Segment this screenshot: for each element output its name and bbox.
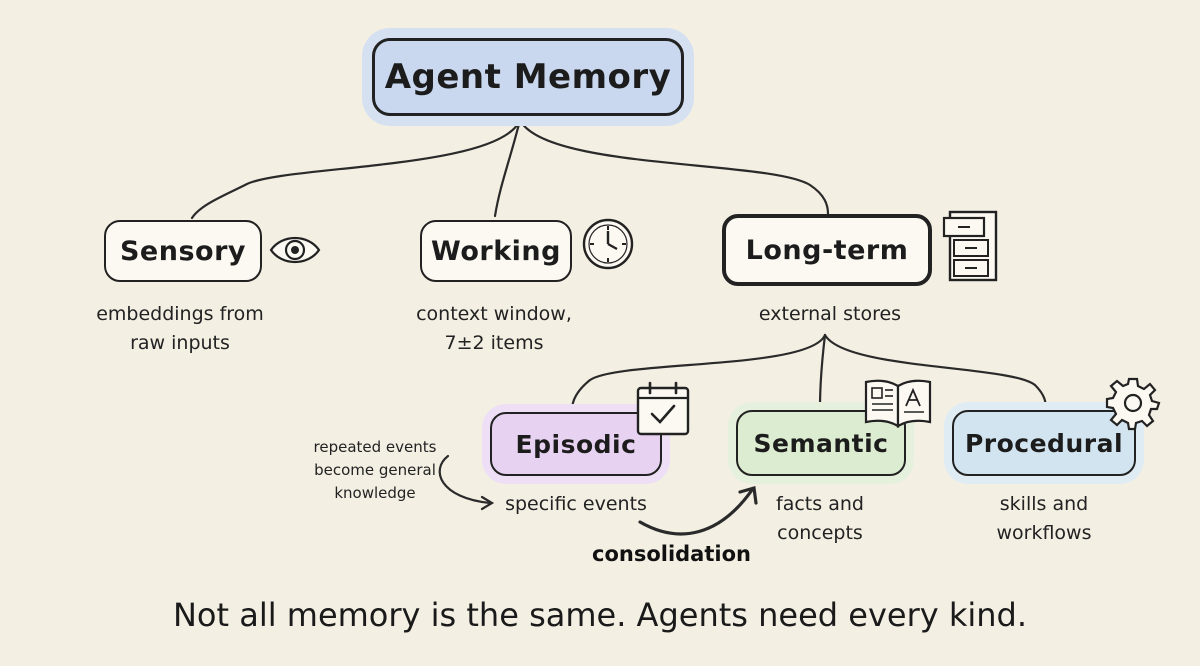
consolidation-label: consolidation — [592, 542, 751, 566]
calendar-check-icon — [634, 380, 692, 438]
footer-caption: Not all memory is the same. Agents need … — [172, 596, 1028, 634]
eye-icon — [268, 232, 322, 268]
link-root-longterm — [518, 118, 830, 216]
working-description: context window, 7±2 items — [416, 303, 572, 354]
root-node: Agent Memory — [372, 38, 684, 116]
node-procedural: Procedural — [952, 410, 1136, 476]
link-longterm-procedural — [823, 333, 1048, 412]
link-root-sensory — [190, 118, 522, 220]
link-longterm-semantic — [818, 333, 827, 410]
open-book-icon — [862, 376, 934, 428]
gear-icon — [1104, 374, 1162, 432]
annotation-arrow — [438, 454, 492, 505]
consolidation-annotation: repeated events become general knowledge — [313, 438, 437, 502]
node-working: Working — [420, 220, 572, 282]
node-semantic: Semantic — [736, 410, 906, 476]
consolidation-arrow — [638, 488, 754, 536]
semantic-description: facts and concepts — [776, 493, 864, 544]
node-longterm-label: Long-term — [745, 234, 909, 266]
link-longterm-episodic — [570, 333, 827, 412]
node-episodic: Episodic — [490, 412, 662, 476]
episodic-description: specific events — [505, 493, 647, 515]
longterm-description: external stores — [758, 303, 902, 325]
filing-cabinet-icon — [940, 208, 1002, 284]
sensory-description: embeddings from raw inputs — [96, 303, 264, 354]
clock-icon — [580, 216, 636, 272]
node-longterm: Long-term — [722, 214, 932, 286]
procedural-description: skills and workflows — [996, 493, 1092, 544]
node-procedural-label: Procedural — [964, 428, 1124, 458]
node-sensory-label: Sensory — [119, 235, 246, 267]
root-label: Agent Memory — [384, 57, 672, 97]
link-root-working — [493, 118, 522, 218]
node-sensory: Sensory — [104, 220, 262, 282]
node-episodic-label: Episodic — [515, 429, 637, 459]
node-semantic-label: Semantic — [753, 428, 889, 458]
node-working-label: Working — [431, 235, 561, 267]
